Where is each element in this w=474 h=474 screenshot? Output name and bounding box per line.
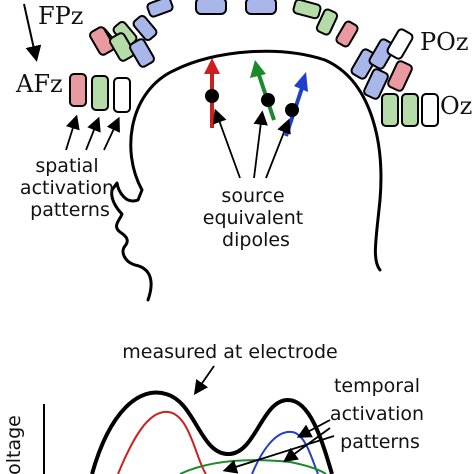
source-label: source equivalent dipoles (203, 185, 309, 251)
electrode-array (69, 0, 439, 127)
label-poz: POz (420, 28, 468, 56)
source-line-1: source (221, 185, 284, 207)
waveform-measured (90, 390, 334, 474)
temporal-label: temporal activation patterns (330, 375, 430, 453)
spatial-label: spatial activation patterns (20, 155, 120, 221)
electrode-group-top (92, 0, 359, 54)
dipole-blue (284, 72, 308, 137)
spatial-line-3: patterns (30, 199, 110, 221)
measured-arrow (193, 365, 215, 395)
voltage-axis-label: oltage (3, 415, 25, 474)
temporal-line-1: temporal (334, 375, 420, 397)
temporal-line-2: activation (330, 403, 424, 425)
electrode-group-fpz (89, 26, 155, 68)
spatial-line-2: activation (20, 177, 114, 199)
label-fpz: FPz (38, 2, 83, 30)
temporal-arrows (222, 419, 335, 474)
label-afz: AFz (15, 70, 63, 98)
waveforms (90, 390, 334, 474)
spatial-arrows (65, 114, 120, 151)
waveform-red (117, 410, 207, 474)
source-line-2: equivalent (203, 207, 303, 229)
temporal-line-3: patterns (340, 431, 420, 453)
measured-label: measured at electrode (122, 341, 337, 363)
spatial-line-1: spatial (35, 155, 98, 177)
arrow-to-afz (23, 3, 42, 62)
head-outline (110, 49, 383, 302)
source-arrows (212, 108, 291, 179)
electrode-group-poz (350, 28, 414, 100)
source-line-3: dipoles (222, 229, 290, 251)
dipole-green (250, 60, 276, 121)
label-oz: Oz (440, 92, 472, 120)
electrode-group-oz (381, 93, 439, 127)
dipole-red (204, 58, 220, 128)
electrode-group-afz (69, 73, 131, 113)
waveform-blue (251, 430, 319, 474)
